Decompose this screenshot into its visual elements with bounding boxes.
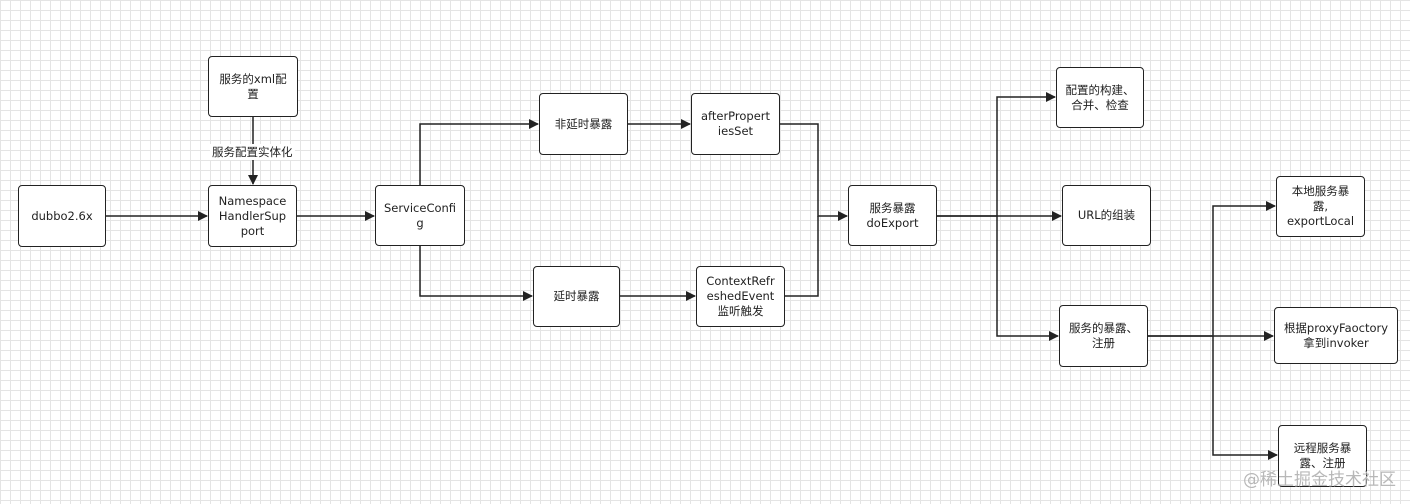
- edge-contextrefreshed-to-doexport: [785, 216, 819, 297]
- node-xml-config[interactable]: 服务的xml配 置: [208, 56, 298, 117]
- node-service-config-label: ServiceConfi g: [383, 200, 457, 230]
- node-remote-export-label: 远程服务暴 露、注册: [1293, 441, 1352, 470]
- node-url-assemble[interactable]: URL的组装: [1062, 185, 1151, 246]
- node-delay-export[interactable]: 延时暴露: [533, 266, 620, 327]
- node-remote-export[interactable]: 远程服务暴 露、注册: [1278, 425, 1367, 487]
- node-export-register[interactable]: 服务的暴露、 注册: [1059, 305, 1148, 367]
- edge-serviceconfig-to-nondelay: [419, 119, 539, 185]
- node-do-export[interactable]: 服务暴露 doExport: [848, 185, 937, 246]
- edge-export-register-to-local: [1148, 201, 1276, 337]
- node-after-properties-set[interactable]: afterPropert iesSet: [691, 93, 780, 155]
- node-proxy-factory[interactable]: 根据proxyFaoctory 拿到invoker: [1274, 307, 1398, 364]
- edge-doexport-to-export-register: [996, 216, 1059, 341]
- node-non-delay-export-label: 非延时暴露: [554, 116, 613, 131]
- node-namespace-handler[interactable]: Namespace HandlerSup port: [208, 185, 297, 247]
- edge-serviceconfig-to-delay: [419, 246, 533, 301]
- node-context-refreshed-label: ContextRefr eshedEvent 监听触发: [706, 274, 775, 318]
- node-dubbo[interactable]: dubbo2.6x: [18, 185, 106, 247]
- node-context-refreshed[interactable]: ContextRefr eshedEvent 监听触发: [696, 266, 785, 327]
- node-after-properties-set-label: afterPropert iesSet: [700, 109, 771, 138]
- node-namespace-handler-label: Namespace HandlerSup port: [218, 193, 287, 238]
- edge-export-register-to-remote: [1212, 336, 1278, 460]
- node-do-export-label: 服务暴露 doExport: [866, 200, 919, 230]
- edge-label-instantiate: 服务配置实体化: [210, 144, 295, 160]
- node-export-local-label: 本地服务暴 露, exportLocal: [1286, 184, 1355, 228]
- node-non-delay-export[interactable]: 非延时暴露: [539, 93, 628, 155]
- node-proxy-factory-label: 根据proxyFaoctory 拿到invoker: [1283, 320, 1389, 350]
- edge-afterproperties-to-doexport: [780, 123, 848, 221]
- node-url-assemble-label: URL的组装: [1077, 208, 1136, 222]
- node-xml-config-label: 服务的xml配 置: [219, 71, 287, 101]
- node-dubbo-label: dubbo2.6x: [31, 208, 93, 223]
- node-config-build-label: 配置的构建、 合并、检查: [1065, 82, 1135, 112]
- node-export-register-label: 服务的暴露、 注册: [1069, 321, 1138, 350]
- node-delay-export-label: 延时暴露: [553, 289, 600, 303]
- edge-doexport-to-config-build: [937, 92, 1056, 217]
- node-service-config[interactable]: ServiceConfi g: [375, 185, 465, 246]
- watermark: @稀土掘金技术社区: [1243, 470, 1396, 490]
- node-export-local[interactable]: 本地服务暴 露, exportLocal: [1276, 176, 1365, 237]
- node-config-build[interactable]: 配置的构建、 合并、检查: [1056, 67, 1144, 128]
